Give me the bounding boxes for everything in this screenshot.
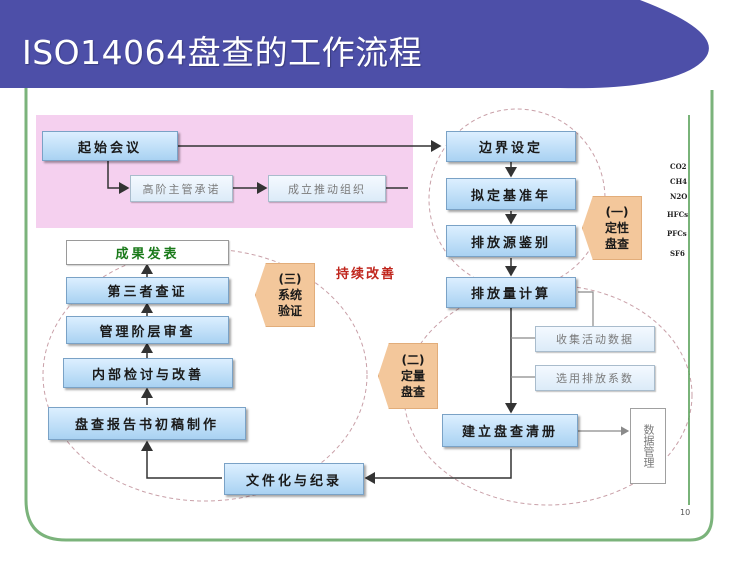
kickoff-meeting-box: 起始会议: [42, 131, 178, 161]
quantitative-tag-number: (二): [401, 353, 425, 367]
draft-report-box: 盘查报告书初稿制作: [48, 407, 246, 440]
gas-co2: CO2: [670, 162, 687, 171]
gas-n2o: N2O: [670, 192, 688, 201]
form-team-box: 成立推动组织: [268, 175, 386, 202]
verification-tag-line2: 验证: [277, 304, 302, 318]
build-inventory-box: 建立盘查清册: [442, 414, 578, 447]
gas-sf6: SF6: [670, 249, 685, 258]
qualitative-inventory-tag: (一) 定性 盘查: [582, 196, 642, 260]
quantitative-tag-line1: 定量: [400, 369, 425, 383]
qualitative-tag-line2: 盘查: [604, 237, 629, 251]
quantitative-tag-line2: 盘查: [400, 385, 425, 399]
continuous-improvement-label: 持续改善: [336, 267, 397, 282]
gas-pfcs: PFCs: [667, 229, 687, 238]
emission-source-id-box: 排放源鉴别: [446, 225, 576, 257]
slide-title: ISO14064盘查的工作流程: [22, 33, 423, 72]
collect-activity-data-box: 收集活动数据: [535, 326, 655, 352]
internal-review-box: 内部检讨与改善: [63, 358, 233, 388]
results-publication-box: 成果发表: [66, 240, 229, 265]
management-review-box: 管理阶层审查: [66, 316, 229, 344]
boundary-setting-box: 边界设定: [446, 131, 576, 162]
data-management-box: 数据管理: [630, 408, 666, 484]
management-commitment-box: 高阶主管承诺: [130, 175, 233, 202]
emission-calculation-box: 排放量计算: [446, 277, 576, 308]
title-band: [0, 0, 709, 89]
system-verification-tag: (三) 系统 验证: [255, 263, 315, 327]
verification-tag-number: (三): [278, 272, 302, 286]
gas-ch4: CH4: [670, 177, 688, 186]
third-party-verification-box: 第三者查证: [66, 277, 229, 304]
qualitative-tag-line1: 定性: [604, 221, 629, 235]
documentation-record-box: 文件化与纪录: [224, 463, 364, 495]
page-number: 10: [680, 508, 691, 517]
base-year-box: 拟定基准年: [446, 178, 576, 210]
quantitative-inventory-tag: (二) 定量 盘查: [378, 343, 438, 409]
gas-hfcs: HFCs: [667, 210, 689, 219]
verification-tag-line1: 系统: [277, 288, 302, 302]
select-emission-factor-box: 选用排放系数: [535, 365, 655, 391]
qualitative-tag-number: (一): [605, 205, 629, 219]
